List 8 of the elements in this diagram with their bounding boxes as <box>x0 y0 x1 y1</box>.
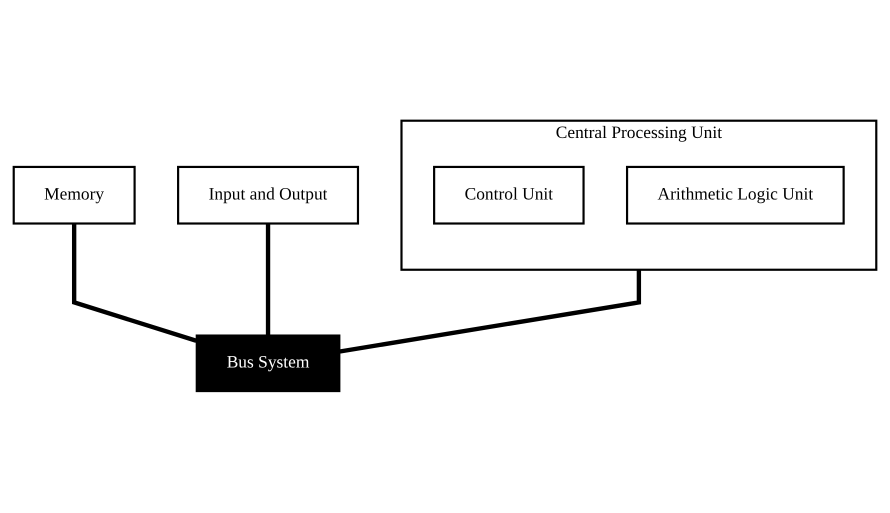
node-box: Bus System <box>196 334 340 392</box>
connector <box>72 224 197 344</box>
connector <box>340 270 642 354</box>
node-box: Input and Output <box>177 166 360 225</box>
node-box: Control Unit <box>433 166 585 225</box>
connector <box>266 224 270 336</box>
node-box: Memory <box>12 166 136 225</box>
node-box: Arithmetic Logic Unit <box>626 166 845 225</box>
